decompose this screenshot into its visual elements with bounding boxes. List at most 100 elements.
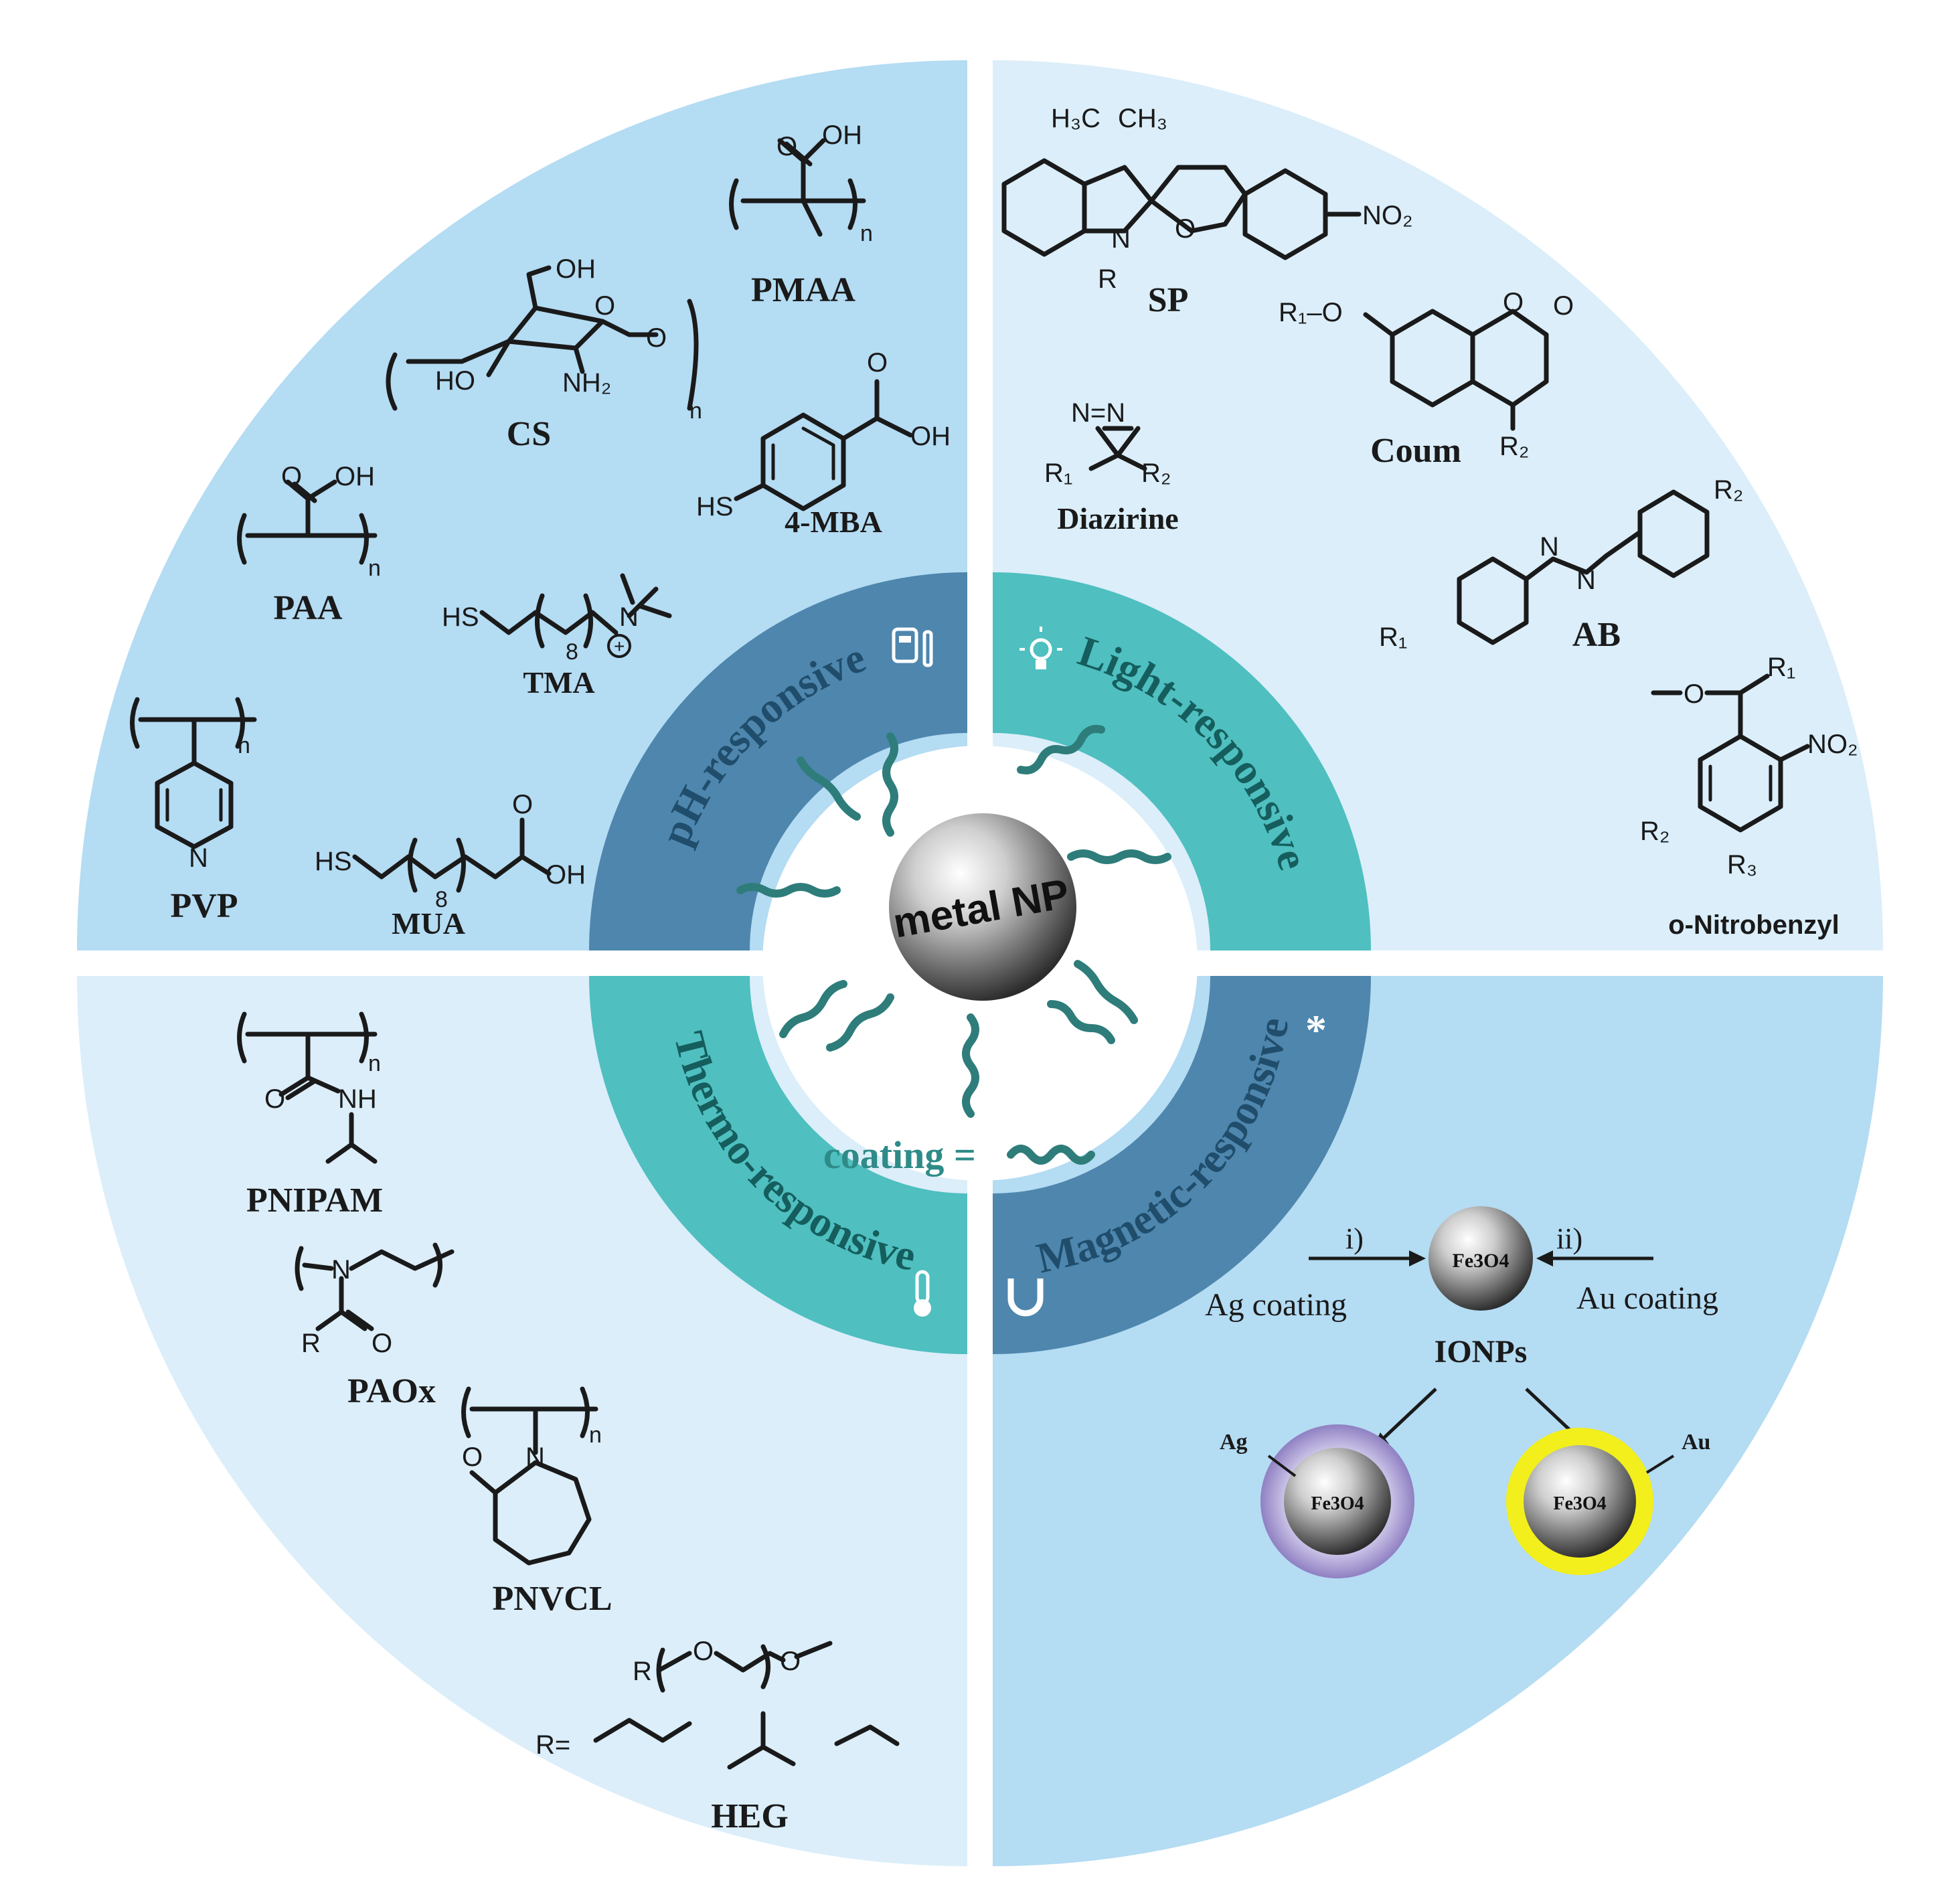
nitrobenzyl-structure: O R₁ NO₂ R₂ R₃ — [1640, 653, 1858, 880]
svg-text:R₂: R₂ — [1714, 475, 1743, 505]
svg-text:n: n — [368, 1051, 381, 1076]
label-paa: PAA — [273, 589, 342, 627]
ring-segment-light — [993, 572, 1371, 951]
svg-text:N: N — [525, 1442, 545, 1472]
svg-text:O: O — [780, 1647, 801, 1676]
label-pnipam: PNIPAM — [246, 1181, 383, 1220]
svg-text:N=N: N=N — [1071, 398, 1125, 428]
svg-text:O: O — [281, 462, 302, 491]
heg-structure: R O O R= — [536, 1637, 900, 1770]
light-bulb-icon — [1019, 627, 1062, 669]
svg-text:NO₂: NO₂ — [1807, 730, 1858, 759]
metal-nanoparticle: metal NP coating = — [736, 725, 1171, 1177]
svg-text:O: O — [264, 1084, 285, 1114]
svg-text:NH: NH — [338, 1084, 377, 1114]
svg-text:+: + — [614, 636, 625, 657]
svg-text:O: O — [867, 348, 888, 378]
svg-text:OH: OH — [335, 462, 375, 491]
au-coated-ionp: Fe3O4 Au — [1506, 1428, 1710, 1575]
svg-text:HO: HO — [435, 366, 475, 396]
au-coating-label: Au coating — [1576, 1280, 1718, 1316]
svg-text:R₁: R₁ — [1767, 653, 1795, 682]
diazirine-structure: N=N R₁ R₂ — [1044, 398, 1171, 488]
label-4-mba: 4-MBA — [785, 505, 882, 539]
ag-coated-ionp: Fe3O4 Ag — [1220, 1424, 1414, 1578]
pvp-structure: N n — [130, 697, 257, 873]
step-ii: ii) — [1556, 1222, 1582, 1255]
mba-structure: O OH HS — [696, 348, 951, 521]
label-mua: MUA — [392, 906, 465, 940]
label-paox: PAOx — [347, 1372, 436, 1410]
thermo-structures: O NH n PNIPAM N R O PAOx N O n PNVCL — [237, 1011, 900, 1835]
paa-structure: O OH n — [237, 462, 381, 581]
np-sphere — [889, 813, 1076, 1001]
svg-text:O: O — [646, 323, 667, 353]
svg-text:Fe3O4: Fe3O4 — [1453, 1250, 1509, 1272]
label-cs: CS — [507, 415, 551, 453]
label-ab: AB — [1572, 616, 1621, 654]
svg-text:N: N — [1111, 224, 1131, 254]
svg-text:R: R — [633, 1657, 652, 1686]
tma-structure: HS N + 8 — [442, 573, 672, 665]
svg-text:n: n — [238, 733, 250, 758]
svg-text:OH: OH — [910, 422, 951, 451]
svg-text:O: O — [777, 132, 797, 161]
svg-text:HS: HS — [442, 602, 479, 632]
label-coum: Coum — [1370, 432, 1461, 470]
svg-text:R: R — [1098, 264, 1117, 294]
r-equals: R= — [536, 1730, 570, 1760]
svg-text:R₁: R₁ — [1379, 623, 1407, 652]
svg-text:CH₃: CH₃ — [1118, 104, 1167, 133]
svg-text:R₂: R₂ — [1141, 459, 1171, 488]
svg-text:H₃C: H₃C — [1051, 104, 1100, 133]
ring-segment-thermo — [589, 976, 967, 1354]
thermometer-icon — [914, 1270, 931, 1317]
cs-structure: OH O O HO NH₂ n — [386, 254, 702, 424]
svg-text:N: N — [331, 1255, 351, 1285]
svg-text:n: n — [368, 556, 381, 581]
svg-text:O: O — [512, 790, 533, 819]
svg-text:O: O — [1553, 291, 1574, 321]
ag-coating-label: Ag coating — [1205, 1287, 1347, 1323]
svg-text:N: N — [1576, 566, 1596, 595]
svg-text:R₂: R₂ — [1640, 817, 1669, 846]
label-ionps: IONPs — [1435, 1334, 1528, 1370]
svg-text:O: O — [693, 1637, 714, 1666]
svg-text:R₃: R₃ — [1727, 850, 1757, 880]
arrow-to-ag-np — [1378, 1388, 1437, 1444]
mua-structure: HS O OH 8 — [315, 790, 586, 912]
svg-text:O: O — [1175, 214, 1196, 244]
svg-text:O: O — [1684, 679, 1704, 709]
label-pnvcl: PNVCL — [492, 1580, 612, 1618]
magnetic-asterisk: * — [1305, 1006, 1327, 1054]
svg-text:n: n — [689, 398, 702, 424]
label-tma: TMA — [523, 665, 594, 699]
svg-text:NO₂: NO₂ — [1362, 201, 1413, 230]
svg-text:HS: HS — [696, 492, 734, 521]
ionp-core: Fe3O4 — [1428, 1206, 1533, 1311]
tma-count: 8 — [566, 639, 578, 665]
svg-text:O: O — [372, 1329, 392, 1358]
paox-structure: N R O — [295, 1242, 455, 1358]
svg-text:NH₂: NH₂ — [562, 368, 611, 398]
pnipam-structure: O NH n — [237, 1011, 381, 1164]
mua-count: 8 — [435, 887, 448, 912]
svg-text:N: N — [1540, 532, 1559, 562]
ring-segment-magnetic — [993, 976, 1371, 1354]
label-pmaa: PMAA — [751, 271, 855, 309]
label-heg: HEG — [711, 1797, 789, 1835]
svg-text:R₁–O: R₁–O — [1279, 298, 1343, 327]
pmaa-structure: O OH n — [729, 120, 873, 246]
svg-text:Fe3O4: Fe3O4 — [1553, 1493, 1606, 1514]
svg-text:n: n — [589, 1422, 602, 1448]
svg-text:R: R — [301, 1329, 321, 1358]
coating-legend-chain — [1007, 1145, 1095, 1165]
svg-text:n: n — [860, 221, 873, 246]
au-shell-label: Au — [1682, 1430, 1710, 1455]
svg-text:OH: OH — [546, 860, 586, 890]
svg-text:Fe3O4: Fe3O4 — [1311, 1493, 1364, 1514]
svg-text:O: O — [462, 1442, 483, 1472]
svg-text:N: N — [189, 843, 208, 873]
